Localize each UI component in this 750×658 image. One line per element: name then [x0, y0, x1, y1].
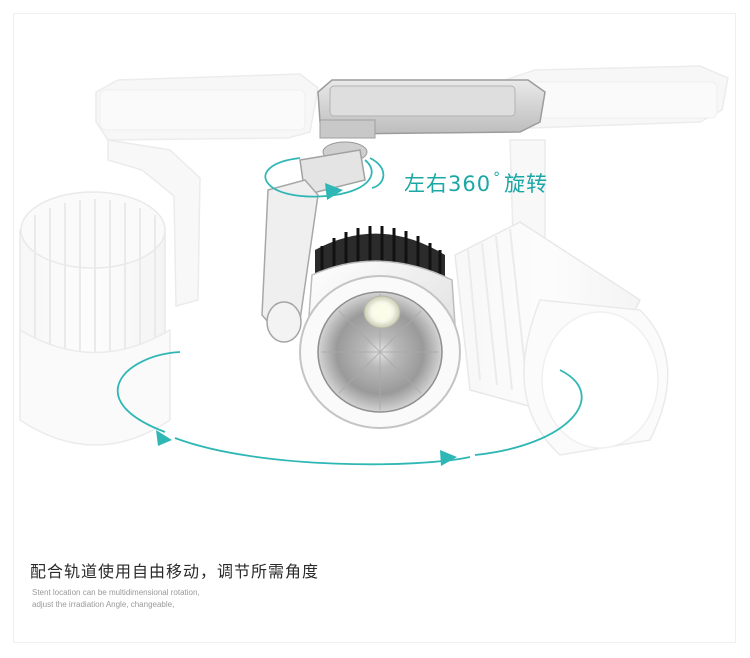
- ghost-lamp-left: [19, 73, 319, 446]
- rotation-suffix: 旋转: [504, 172, 549, 196]
- bottom-arrowhead-left-icon: [156, 430, 172, 446]
- top-rotation-arrow-icon: [264, 157, 385, 198]
- ghost-lamp-right: [454, 65, 729, 456]
- rotation-prefix: 左右: [404, 172, 448, 196]
- caption-english-line-1: Stent location can be multidimensional r…: [32, 588, 200, 597]
- rotation-label: 左右360°旋转: [404, 168, 548, 198]
- caption-title: 配合轨道使用自由移动，调节所需角度: [30, 562, 320, 581]
- bottom-arrowhead-right-icon: [440, 450, 457, 466]
- top-arrowhead-icon: [325, 183, 343, 200]
- image-frame: [13, 13, 736, 643]
- degree-symbol: °: [493, 170, 502, 186]
- main-track-lamp: [261, 79, 546, 429]
- caption-english-line-2: adjust the irradiation Angle, changeable…: [32, 600, 175, 609]
- rotation-number: 360: [448, 172, 492, 196]
